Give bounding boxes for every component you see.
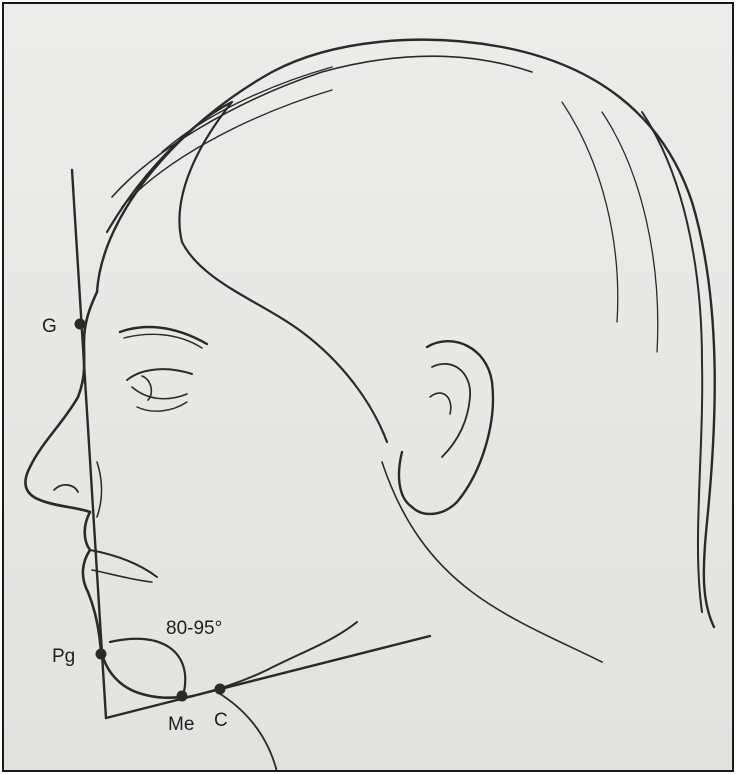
landmark-label-me: Me bbox=[168, 714, 194, 735]
landmark-point-me bbox=[177, 691, 188, 702]
lips-line bbox=[90, 550, 157, 577]
neck-line bbox=[217, 692, 277, 772]
ear-outline bbox=[399, 341, 493, 514]
skull-outline bbox=[97, 40, 715, 627]
face-profile bbox=[25, 292, 187, 698]
hair-line bbox=[162, 67, 332, 152]
profile-drawing: G Pg Me C 80-95° bbox=[4, 4, 734, 772]
mandibular-plane-line bbox=[106, 636, 430, 718]
lips-line bbox=[92, 570, 152, 582]
hair-strand bbox=[562, 102, 618, 322]
ear-inner bbox=[430, 393, 451, 414]
landmark-label-pg: Pg bbox=[52, 646, 75, 667]
landmark-point-c bbox=[215, 684, 226, 695]
cheek-line bbox=[97, 462, 102, 517]
neck-line bbox=[382, 462, 602, 662]
landmark-point-g bbox=[75, 319, 86, 330]
eye-lower bbox=[137, 402, 187, 411]
hair-strand bbox=[602, 112, 658, 352]
angle-label: 80-95° bbox=[166, 618, 222, 639]
landmark-point-pg bbox=[96, 649, 107, 660]
hairline-front bbox=[107, 102, 387, 442]
landmark-label-c: C bbox=[214, 710, 228, 731]
hair-line bbox=[112, 56, 532, 197]
eye-lid bbox=[127, 369, 192, 380]
hair-back bbox=[642, 112, 702, 612]
eye-lid bbox=[132, 387, 187, 399]
landmark-label-g: G bbox=[42, 316, 57, 337]
nostril bbox=[54, 485, 78, 492]
facial-reference-line bbox=[72, 170, 106, 718]
